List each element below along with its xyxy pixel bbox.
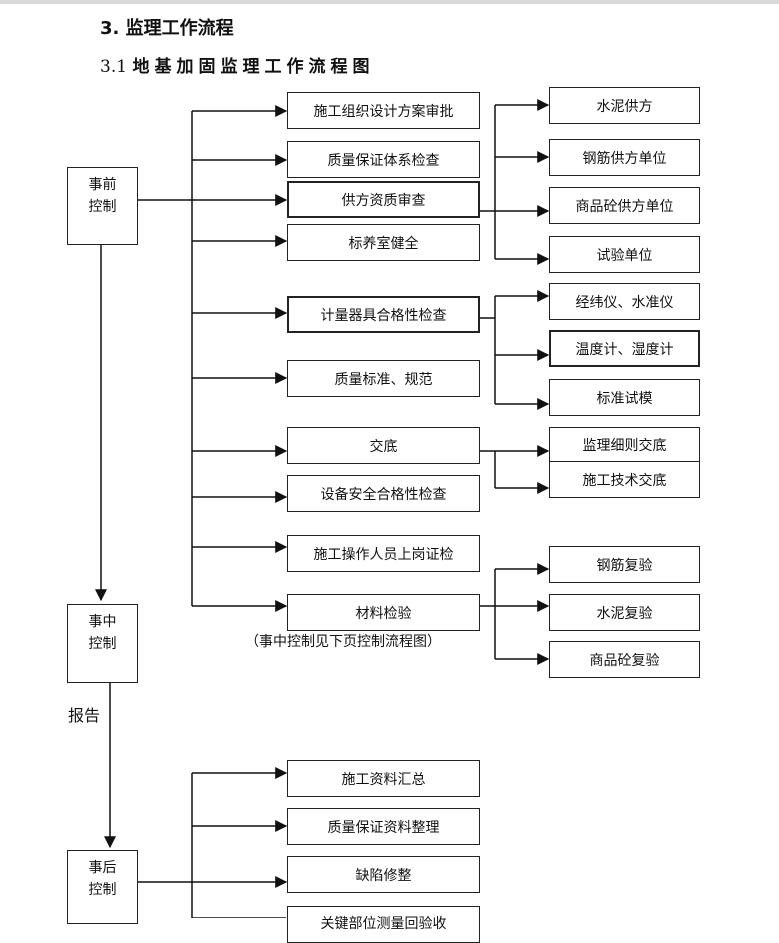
material-concrete-recheck: 商品砼复验: [549, 641, 700, 678]
phase-mid-line1: 事中: [88, 614, 117, 630]
pre-item-supplier-review: 供方资质审查: [287, 181, 480, 218]
section-heading: 3. 监理工作流程: [100, 14, 234, 40]
mid-control-note: （事中控制见下页控制流程图）: [245, 634, 441, 650]
post-item-defect-repair: 缺陷修整: [287, 856, 480, 893]
supplier-concrete: 商品砼供方单位: [549, 187, 700, 224]
disclosure-supervision-rules: 监理细则交底: [549, 427, 700, 463]
phase-pre-line1: 事前: [88, 177, 117, 193]
supplier-testing-unit: 试验单位: [549, 236, 700, 273]
phase-pre-line2: 控制: [88, 199, 117, 215]
report-label: 报告: [68, 706, 101, 725]
pre-item-equipment-safety: 设备安全合格性检查: [287, 475, 480, 512]
pre-item-worker-certification: 施工操作人员上岗证检: [287, 535, 480, 572]
pre-item-quality-system: 质量保证体系检查: [287, 141, 480, 178]
pre-item-curing-room: 标养室健全: [287, 224, 480, 261]
phase-mid-line2: 控制: [88, 636, 117, 652]
subsection-heading: 3.1 地基加固监理工作流程图: [100, 52, 374, 77]
disclosure-technical: 施工技术交底: [549, 461, 700, 498]
section-title: 监理工作流程: [125, 18, 234, 39]
post-item-quality-docs: 质量保证资料整理: [287, 808, 480, 845]
top-rule: [0, 0, 779, 4]
phase-mid-control: 事中 控制: [67, 604, 138, 683]
post-item-document-summary: 施工资料汇总: [287, 760, 480, 797]
material-cement-recheck: 水泥复验: [549, 594, 700, 631]
flow-connectors: [95, 99, 550, 918]
material-steel-recheck: 钢筋复验: [549, 546, 700, 583]
supplier-cement: 水泥供方: [549, 87, 700, 124]
phase-post-line2: 控制: [88, 882, 117, 898]
pre-item-instrument-check: 计量器具合格性检查: [287, 296, 480, 333]
subsection-title: 地基加固监理工作流程图: [132, 57, 375, 77]
phase-post-control: 事后 控制: [67, 850, 138, 924]
post-item-key-position-check: 关键部位测量回验收: [287, 906, 480, 943]
pre-item-material-inspection: 材料检验: [287, 594, 480, 631]
pre-item-standards: 质量标准、规范: [287, 360, 480, 397]
pre-item-design-approval: 施工组织设计方案审批: [287, 92, 480, 129]
measure-thermo-hygrometer: 温度计、湿度计: [549, 330, 700, 367]
measure-standard-mold: 标准试模: [549, 379, 700, 416]
subsection-number: 3.1: [100, 57, 128, 77]
supplier-steel: 钢筋供方单位: [549, 139, 700, 176]
pre-item-disclosure: 交底: [287, 427, 480, 464]
section-number: 3.: [100, 18, 120, 39]
phase-post-line1: 事后: [88, 860, 117, 876]
phase-pre-control: 事前 控制: [67, 167, 138, 245]
measure-theodolite-level: 经纬仪、水准仪: [549, 283, 700, 320]
